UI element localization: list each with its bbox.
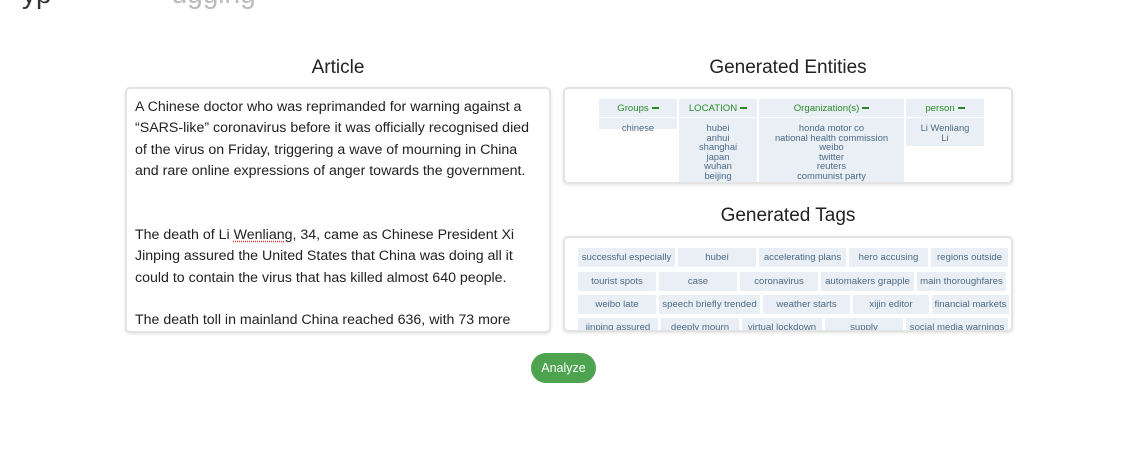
article-text: , 34, came as Chinese President Xi Jinpi… [135, 227, 515, 286]
tag-chip[interactable]: weather starts [763, 295, 850, 314]
collapse-minus-icon[interactable] [651, 107, 659, 110]
entity-column-header[interactable]: person [906, 99, 984, 118]
entity-column-header[interactable]: Organization(s) [759, 99, 904, 118]
entity-column-header[interactable]: Groups [599, 99, 677, 118]
entity-item: Li [941, 131, 949, 143]
entity-items: hubeianhuishanghaijapanwuhanbeijingchina [679, 118, 757, 182]
tag-chip[interactable]: successful especially [578, 248, 675, 267]
tag-chip[interactable]: speech briefly trended [659, 295, 760, 314]
entities-title: Generated Entities [709, 57, 867, 78]
entity-item: beijing [704, 169, 732, 181]
entity-item: hubei [706, 122, 730, 133]
entity-items: chinese [599, 118, 677, 133]
header-fragment-right: ugging [172, 0, 256, 9]
spellcheck-flagged-word[interactable]: Wenliang [233, 227, 293, 244]
article-text: The death of Li [135, 227, 234, 244]
entity-item: weibo [819, 141, 844, 153]
tag-chip[interactable]: coronavirus [740, 272, 818, 291]
article-title: Article [311, 57, 365, 78]
entity-item: reuters [816, 160, 847, 172]
article-paragraph: A Chinese doctor who was reprimanded for… [135, 99, 530, 179]
tag-chip[interactable]: weibo late [578, 295, 656, 314]
entity-column-header[interactable]: LOCATION [679, 99, 757, 118]
entity-item: national health commission [774, 131, 889, 143]
tag-chip[interactable]: deeply mourn [661, 318, 739, 330]
collapse-minus-icon[interactable] [740, 107, 748, 110]
tag-chip[interactable]: regions outside [931, 248, 1008, 267]
entity-item: anhui [706, 131, 730, 143]
header-fragment-left: yp [22, 0, 52, 9]
tag-chip[interactable]: main thoroughfares [917, 272, 1006, 291]
tag-chip[interactable]: hero accusing [849, 248, 928, 267]
tag-chip[interactable]: tourist spots [578, 272, 656, 291]
tag-chip[interactable]: automakers grapple [821, 272, 914, 291]
tag-chip[interactable]: supply [825, 318, 903, 330]
entity-item: honda motor co [798, 122, 865, 133]
tag-chip[interactable]: jinping assured [578, 318, 658, 330]
entity-column-groups: Groups chinese [599, 99, 677, 132]
entity-item: china [679, 180, 757, 182]
article-paragraph: The death toll in mainland China reached… [135, 312, 511, 329]
tag-chip[interactable]: virtual lockdown [742, 318, 822, 330]
entity-item: shanghai [698, 141, 738, 153]
collapse-minus-icon[interactable] [862, 107, 870, 110]
analyze-button[interactable]: Analyze [531, 353, 596, 383]
entity-item: toyota motor corp [759, 180, 904, 182]
entity-item: wuhan [704, 160, 732, 172]
entity-item: japan [706, 150, 730, 162]
tag-chip[interactable]: accelerating plans [759, 248, 846, 267]
entity-item: twitter [818, 150, 844, 162]
tag-chip[interactable]: hubei [678, 248, 756, 267]
entity-item: Li Wenliang [920, 122, 970, 133]
entity-item: chinese [621, 122, 655, 133]
collapse-minus-icon[interactable] [957, 107, 965, 110]
tag-chip[interactable]: case [659, 272, 737, 291]
article-paragraph: The death of Li Wenliang, 34, came as Ch… [135, 225, 543, 289]
tag-chip[interactable]: xijin editor [853, 295, 929, 314]
page-header-fragment: yp ugging [22, 0, 256, 10]
tag-chip[interactable]: social media warnings [906, 318, 1008, 330]
article-panel[interactable]: A Chinese doctor who was reprimanded for… [125, 87, 551, 333]
tags-title: Generated Tags [720, 205, 856, 226]
entity-item: communist party [797, 169, 866, 181]
tag-chip[interactable]: financial markets [932, 295, 1009, 314]
